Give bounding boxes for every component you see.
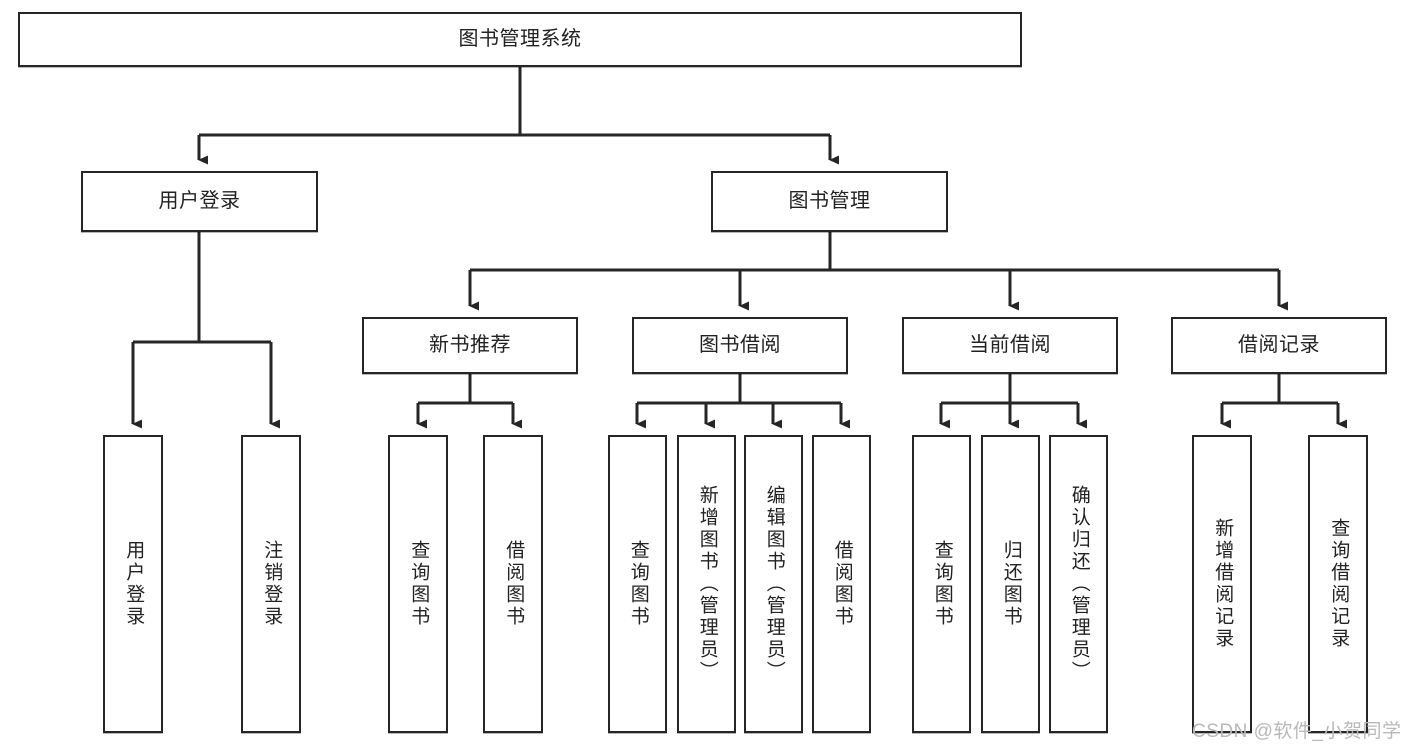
node-borrow-record-label: 借阅记录 xyxy=(1238,333,1320,356)
node-new-book-recommend-label: 新书推荐 xyxy=(429,333,511,356)
node-user-login-label: 用户登录 xyxy=(158,189,241,212)
node-leaf-edit-book[interactable]: 编辑图书（管理员） xyxy=(744,435,803,733)
node-book-management-label: 图书管理 xyxy=(788,189,871,212)
node-book-management[interactable]: 图书管理 xyxy=(711,171,948,232)
node-current-borrow[interactable]: 当前借阅 xyxy=(902,317,1118,374)
node-leaf-query-book-1[interactable]: 查询图书 xyxy=(388,435,448,733)
node-book-borrow[interactable]: 图书借阅 xyxy=(632,317,848,374)
node-leaf-confirm-return[interactable]: 确认归还（管理员） xyxy=(1049,435,1108,733)
node-leaf-query-record-label: 查询借阅记录 xyxy=(1328,518,1350,650)
node-leaf-confirm-return-label: 确认归还（管理员） xyxy=(1068,485,1090,683)
node-leaf-query-book-1-label: 查询图书 xyxy=(408,540,430,628)
node-leaf-borrow-book-2-label: 借阅图书 xyxy=(831,540,853,628)
node-root[interactable]: 图书管理系统 xyxy=(18,12,1022,67)
node-leaf-add-record-label: 新增借阅记录 xyxy=(1212,518,1234,650)
node-leaf-query-record[interactable]: 查询借阅记录 xyxy=(1308,435,1368,733)
node-new-book-recommend[interactable]: 新书推荐 xyxy=(362,317,578,374)
node-leaf-query-book-3[interactable]: 查询图书 xyxy=(912,435,971,733)
node-leaf-return-book[interactable]: 归还图书 xyxy=(981,435,1040,733)
node-leaf-query-book-3-label: 查询图书 xyxy=(931,540,953,628)
node-borrow-record[interactable]: 借阅记录 xyxy=(1171,317,1387,374)
node-leaf-logout-login-label: 注销登录 xyxy=(261,540,283,628)
node-leaf-user-login[interactable]: 用户登录 xyxy=(103,435,163,733)
node-leaf-add-book[interactable]: 新增图书（管理员） xyxy=(677,435,736,733)
node-leaf-add-record[interactable]: 新增借阅记录 xyxy=(1192,435,1252,733)
node-current-borrow-label: 当前借阅 xyxy=(969,333,1051,356)
node-book-borrow-label: 图书借阅 xyxy=(699,333,781,356)
node-user-login[interactable]: 用户登录 xyxy=(81,171,318,232)
node-leaf-borrow-book-1-label: 借阅图书 xyxy=(503,540,525,628)
node-leaf-logout-login[interactable]: 注销登录 xyxy=(241,435,301,733)
node-leaf-query-book-2[interactable]: 查询图书 xyxy=(608,435,667,733)
node-leaf-user-login-label: 用户登录 xyxy=(123,540,145,628)
node-leaf-edit-book-label: 编辑图书（管理员） xyxy=(763,485,785,683)
node-leaf-query-book-2-label: 查询图书 xyxy=(627,540,649,628)
node-root-label: 图书管理系统 xyxy=(458,27,582,50)
node-leaf-borrow-book-1[interactable]: 借阅图书 xyxy=(483,435,543,733)
node-leaf-return-book-label: 归还图书 xyxy=(1000,540,1022,628)
node-leaf-borrow-book-2[interactable]: 借阅图书 xyxy=(812,435,871,733)
node-leaf-add-book-label: 新增图书（管理员） xyxy=(696,485,718,683)
